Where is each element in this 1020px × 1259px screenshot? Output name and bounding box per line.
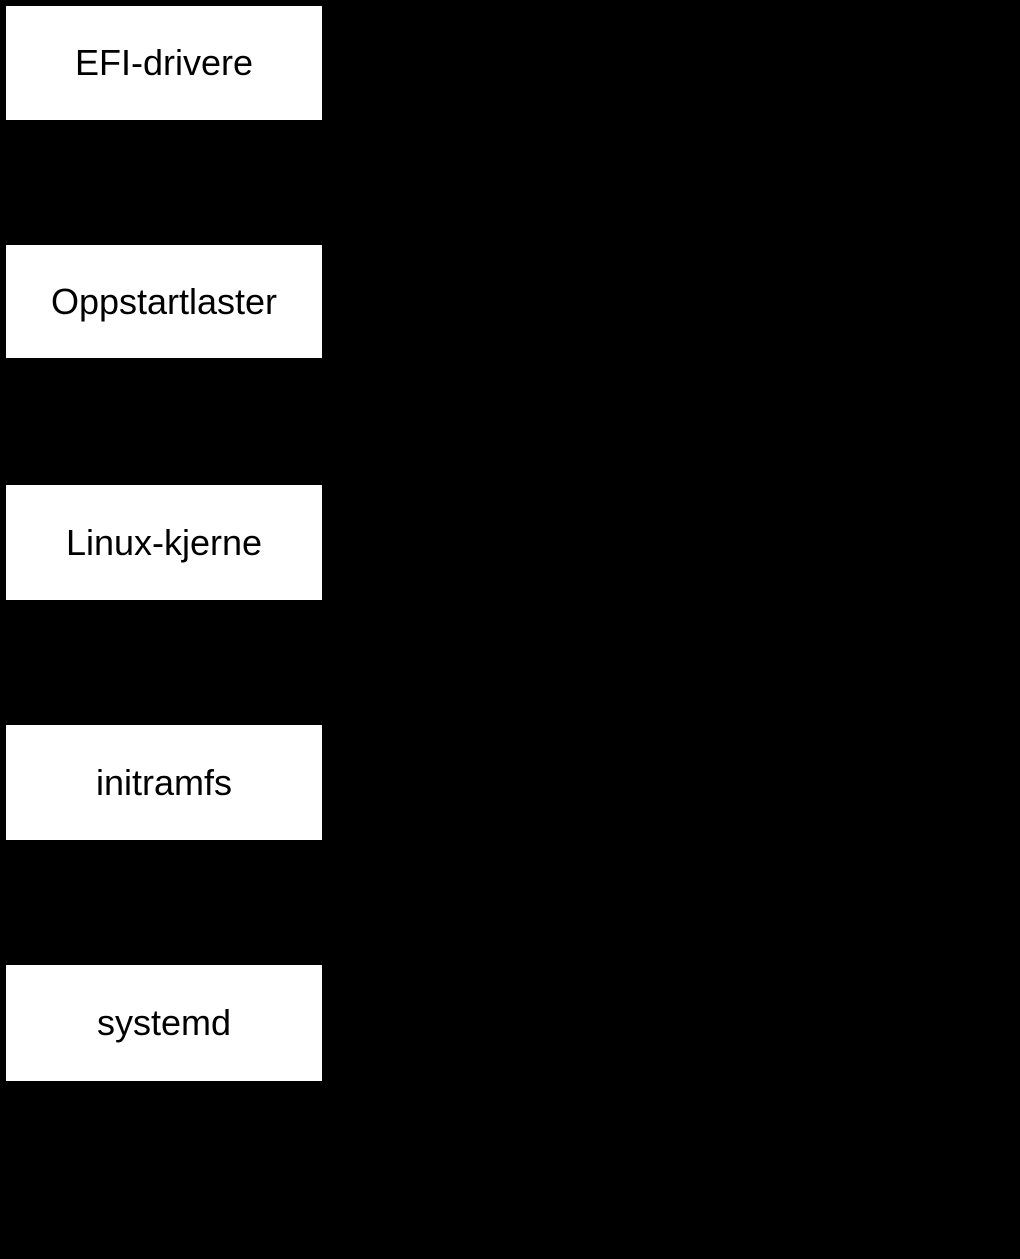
stage-label-initramfs: initramfs — [95, 761, 233, 803]
stage-box-initramfs[interactable]: initramfs — [6, 725, 322, 840]
stage-label-linux-kjerne: Linux-kjerne — [65, 521, 263, 563]
stage-label-systemd: systemd — [96, 1002, 232, 1043]
stage-box-oppstartlaster[interactable]: Oppstartlaster — [6, 245, 322, 358]
stage-box-systemd[interactable]: systemd — [6, 965, 322, 1081]
stage-label-oppstartlaster: Oppstartlaster — [50, 280, 278, 322]
stage-box-efi-drivere[interactable]: EFI-drivere — [6, 6, 322, 120]
stage-box-linux-kjerne[interactable]: Linux-kjerne — [6, 485, 322, 600]
stage-label-efi-drivere: EFI-drivere — [74, 42, 254, 83]
